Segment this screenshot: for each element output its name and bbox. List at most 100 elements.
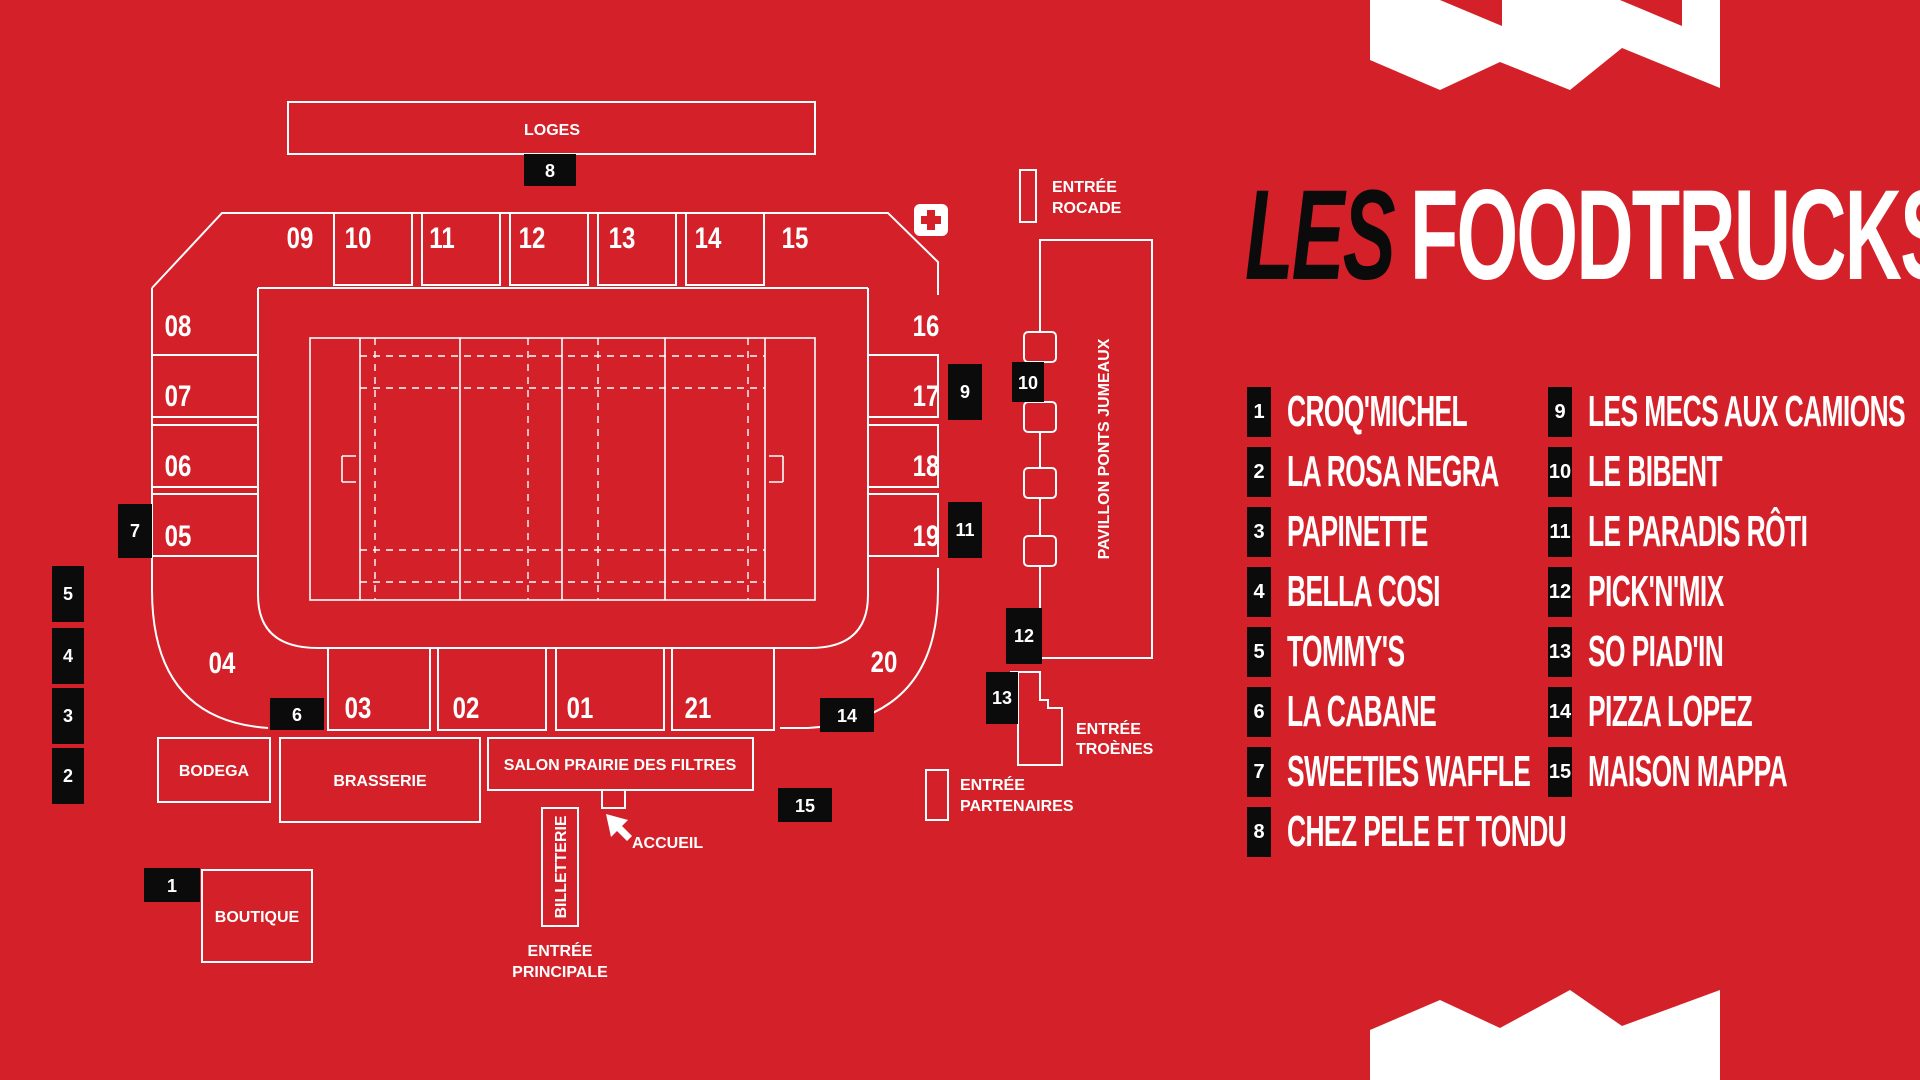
pavillon-label: PAVILLON PONTS JUMEAUX xyxy=(1096,338,1113,559)
section-07-label: 07 xyxy=(165,378,192,412)
section-03[interactable]: 03 xyxy=(327,647,431,731)
section-03-label: 03 xyxy=(345,690,372,724)
accueil-pointer[interactable]: ACCUEIL xyxy=(606,814,703,852)
section-16[interactable]: 16 xyxy=(913,308,940,342)
foodtruck-list-item[interactable]: 3 PAPINETTE xyxy=(1247,502,1752,562)
bodega-building[interactable]: BODEGA xyxy=(157,737,271,803)
foodtruck-name: PICK'N'MIX xyxy=(1588,567,1724,616)
section-20[interactable]: 20 xyxy=(871,644,898,678)
section-01[interactable]: 01 xyxy=(555,647,665,731)
foodtruck-list-item[interactable]: 7 SWEETIES WAFFLE xyxy=(1247,742,1752,802)
marker-3-label: 3 xyxy=(63,706,73,726)
section-10[interactable]: 10 xyxy=(333,212,413,286)
entrance-principale[interactable]: ENTRÉE PRINCIPALE xyxy=(512,941,608,981)
section-15[interactable]: 15 xyxy=(782,220,809,254)
accueil-arrow-icon xyxy=(606,814,632,841)
marker-12-label: 12 xyxy=(1014,626,1034,646)
marker-5-label: 5 xyxy=(63,584,73,604)
marker-2[interactable]: 2 xyxy=(52,748,84,804)
section-16-label: 16 xyxy=(913,308,940,342)
marker-4[interactable]: 4 xyxy=(52,628,84,684)
section-11[interactable]: 11 xyxy=(421,212,501,286)
marker-14[interactable]: 14 xyxy=(820,698,874,732)
loges-building[interactable]: LOGES xyxy=(287,101,816,155)
section-02[interactable]: 02 xyxy=(437,647,547,731)
foodtruck-list-item[interactable]: 14 PIZZA LOPEZ xyxy=(1548,682,1920,742)
billetterie-building[interactable]: BILLETTERIE xyxy=(541,807,579,927)
accueil-label: ACCUEIL xyxy=(632,835,703,852)
foodtruck-list-item[interactable]: 2 LA ROSA NEGRA xyxy=(1247,442,1752,502)
section-13[interactable]: 13 xyxy=(597,212,677,286)
foodtruck-list-item[interactable]: 12 PICK'N'MIX xyxy=(1548,562,1920,622)
foodtruck-name: BELLA COSI xyxy=(1287,567,1440,616)
section-09[interactable]: 09 xyxy=(287,220,314,254)
foodtruck-number-badge: 5 xyxy=(1247,627,1271,677)
foodtruck-list-item[interactable]: 8 CHEZ PELE ET TONDU xyxy=(1247,802,1752,862)
marker-6[interactable]: 6 xyxy=(270,698,324,730)
section-12[interactable]: 12 xyxy=(509,212,589,286)
section-05[interactable]: 05 xyxy=(151,493,259,557)
foodtruck-number-badge: 9 xyxy=(1548,387,1572,437)
brasserie-building[interactable]: BRASSERIE xyxy=(279,737,481,823)
section-06[interactable]: 06 xyxy=(151,424,259,488)
entrance-partenaires[interactable]: ENTRÉE PARTENAIRES xyxy=(925,769,1074,821)
stadium-inner-outline xyxy=(257,288,869,649)
section-07[interactable]: 07 xyxy=(151,354,259,418)
foodtruck-number-badge: 1 xyxy=(1247,387,1271,437)
marker-13[interactable]: 13 xyxy=(986,672,1018,724)
section-04[interactable]: 04 xyxy=(209,645,236,679)
pavillon-ponts-jumeaux[interactable]: PAVILLON PONTS JUMEAUX xyxy=(1039,239,1153,659)
accueil-connector xyxy=(601,790,626,809)
rugby-pitch xyxy=(309,337,816,601)
boutique-building[interactable]: BOUTIQUE xyxy=(201,869,313,963)
salon-prairie-building[interactable]: SALON PRAIRIE DES FILTRES xyxy=(487,737,754,791)
section-19[interactable]: 19 xyxy=(867,493,939,557)
foodtruck-list-item[interactable]: 4 BELLA COSI xyxy=(1247,562,1752,622)
section-08[interactable]: 08 xyxy=(165,308,192,342)
marker-15[interactable]: 15 xyxy=(778,788,832,822)
marker-10-label: 10 xyxy=(1018,373,1038,393)
marker-12[interactable]: 12 xyxy=(1006,608,1042,664)
foodtruck-name: CHEZ PELE ET TONDU xyxy=(1287,807,1567,856)
marker-10[interactable]: 10 xyxy=(1012,362,1044,402)
foodtruck-name: LES MECS AUX CAMIONS xyxy=(1588,387,1906,436)
section-15-label: 15 xyxy=(782,220,809,254)
foodtruck-number-badge: 10 xyxy=(1548,447,1572,497)
foodtruck-name: LA CABANE xyxy=(1287,687,1437,736)
marker-2-label: 2 xyxy=(63,766,73,786)
section-11-label: 11 xyxy=(429,220,454,254)
section-18-label: 18 xyxy=(913,448,940,482)
foodtruck-list-item[interactable]: 11 LE PARADIS RÔTI xyxy=(1548,502,1920,562)
section-18[interactable]: 18 xyxy=(867,424,940,488)
foodtruck-name: LE PARADIS RÔTI xyxy=(1588,507,1808,556)
section-09-label: 09 xyxy=(287,220,314,254)
section-05-label: 05 xyxy=(165,518,192,552)
marker-9[interactable]: 9 xyxy=(948,364,982,420)
foodtruck-list-item[interactable]: 15 MAISON MAPPA xyxy=(1548,742,1920,802)
entrance-troenes[interactable]: ENTRÉE TROÈNES xyxy=(1010,671,1154,766)
marker-11[interactable]: 11 xyxy=(948,502,982,558)
entrance-partenaires-label-1: ENTRÉE xyxy=(960,775,1025,794)
marker-1[interactable]: 1 xyxy=(144,868,200,902)
entrance-rocade[interactable]: ENTRÉE ROCADE xyxy=(1019,169,1122,223)
section-14[interactable]: 14 xyxy=(685,212,765,286)
marker-11-label: 11 xyxy=(955,520,974,540)
foodtruck-list-item[interactable]: 10 LE BIBENT xyxy=(1548,442,1920,502)
foodtruck-list-left: 1 CROQ'MICHEL 2 LA ROSA NEGRA 3 PAPINETT… xyxy=(1247,382,1752,862)
foodtruck-name: SO PIAD'IN xyxy=(1588,627,1724,676)
foodtruck-number-badge: 2 xyxy=(1247,447,1271,497)
foodtruck-list-item[interactable]: 9 LES MECS AUX CAMIONS xyxy=(1548,382,1920,442)
section-17[interactable]: 17 xyxy=(867,354,939,418)
foodtruck-name: LE BIBENT xyxy=(1588,447,1723,496)
marker-3[interactable]: 3 xyxy=(52,688,84,744)
marker-7[interactable]: 7 xyxy=(118,504,152,558)
marker-5[interactable]: 5 xyxy=(52,566,84,622)
marker-8[interactable]: 8 xyxy=(524,154,576,186)
foodtruck-list-item[interactable]: 6 LA CABANE xyxy=(1247,682,1752,742)
foodtruck-list-item[interactable]: 5 TOMMY'S xyxy=(1247,622,1752,682)
section-21[interactable]: 21 xyxy=(671,647,775,731)
foodtruck-list-item[interactable]: 1 CROQ'MICHEL xyxy=(1247,382,1752,442)
foodtruck-list-item[interactable]: 13 SO PIAD'IN xyxy=(1548,622,1920,682)
